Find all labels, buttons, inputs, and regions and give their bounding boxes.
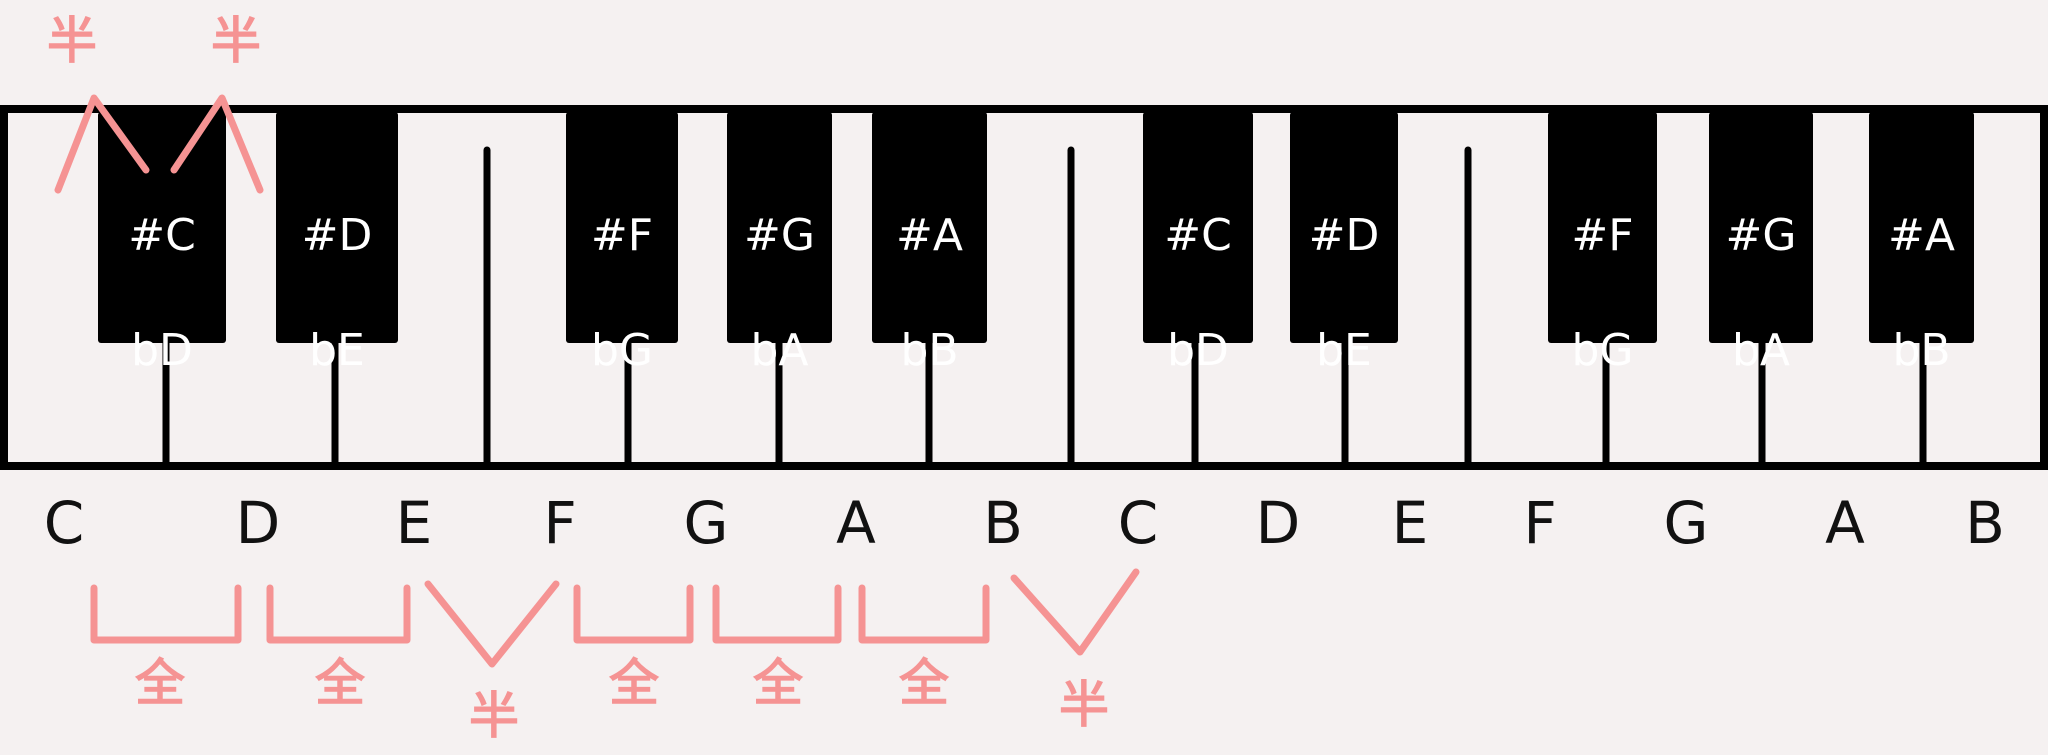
white-key-label: E — [396, 489, 433, 557]
half-step-marker — [54, 94, 150, 194]
black-key — [276, 112, 398, 343]
black-key-flat-label: bG — [591, 325, 653, 376]
keyboard-outline — [0, 105, 2048, 470]
black-key-flat-label: bB — [1892, 325, 1950, 376]
black-key-sharp-label: #F — [591, 210, 653, 261]
black-key-sharp-label: #G — [1726, 210, 1797, 261]
white-key-label: C — [1118, 489, 1159, 557]
black-key-sharp-label: #D — [302, 210, 373, 261]
half-step-marker — [424, 580, 560, 668]
black-key-flat-label: bA — [750, 325, 808, 376]
white-key-label: B — [1965, 489, 2005, 557]
annotations-layer: 半半全全半全全全半 — [47, 12, 1140, 745]
step-label: 全 — [314, 654, 366, 712]
black-key-flat-label: bD — [1167, 325, 1229, 376]
white-key-label: G — [684, 489, 729, 557]
white-key-label: D — [236, 489, 281, 557]
step-label: 半 — [469, 687, 519, 745]
white-key-label: A — [1825, 489, 1865, 557]
white-key-label: F — [1523, 489, 1556, 557]
black-key — [1548, 112, 1657, 343]
black-key-flat-label: bD — [131, 325, 193, 376]
half-step-marker — [170, 94, 264, 194]
black-key-sharp-label: #F — [1571, 210, 1633, 261]
black-key — [566, 112, 678, 343]
whole-step-bracket — [573, 584, 694, 644]
black-key — [872, 112, 987, 343]
black-key — [98, 112, 226, 343]
black-key-sharp-label: #A — [1888, 210, 1955, 261]
half-step-label: 半 — [211, 12, 261, 70]
black-key-sharp-label: #G — [744, 210, 815, 261]
white-key-label: F — [543, 489, 576, 557]
black-key-flat-label: bA — [1732, 325, 1790, 376]
whole-step-bracket — [266, 584, 411, 644]
black-key-flat-label: bE — [1316, 325, 1372, 376]
white-key-label: E — [1392, 489, 1429, 557]
step-label: 全 — [134, 654, 186, 712]
step-label: 全 — [608, 654, 660, 712]
half-step-label: 半 — [47, 12, 97, 70]
black-key — [1869, 112, 1974, 343]
step-label: 半 — [1059, 676, 1109, 734]
keys-layer — [0, 105, 2048, 470]
black-key-flat-label: bG — [1571, 325, 1633, 376]
white-key-label: D — [1256, 489, 1301, 557]
black-key — [1143, 112, 1253, 343]
black-key — [727, 112, 832, 343]
white-key-label: C — [44, 489, 85, 557]
black-key-sharp-label: #A — [896, 210, 963, 261]
whole-step-bracket — [712, 584, 842, 644]
step-label: 全 — [752, 654, 804, 712]
black-key-sharp-label: #C — [1164, 210, 1232, 261]
black-key — [1709, 112, 1813, 343]
black-key-flat-label: bB — [900, 325, 958, 376]
white-key-label: G — [1664, 489, 1709, 557]
black-key-sharp-label: #D — [1309, 210, 1380, 261]
black-key-flat-label: bE — [309, 325, 365, 376]
step-label: 全 — [898, 654, 950, 712]
half-step-marker — [1010, 568, 1140, 656]
white-key-label: A — [836, 489, 876, 557]
whole-step-bracket — [90, 584, 242, 644]
black-key — [1290, 112, 1398, 343]
labels-layer: #C bD #D bE #F bG #G bA #A bB C D E F G A B #C bD #D bE #F bG #… — [44, 210, 2005, 557]
white-key-label: B — [983, 489, 1023, 557]
whole-step-bracket — [858, 584, 990, 644]
black-key-sharp-label: #C — [128, 210, 196, 261]
